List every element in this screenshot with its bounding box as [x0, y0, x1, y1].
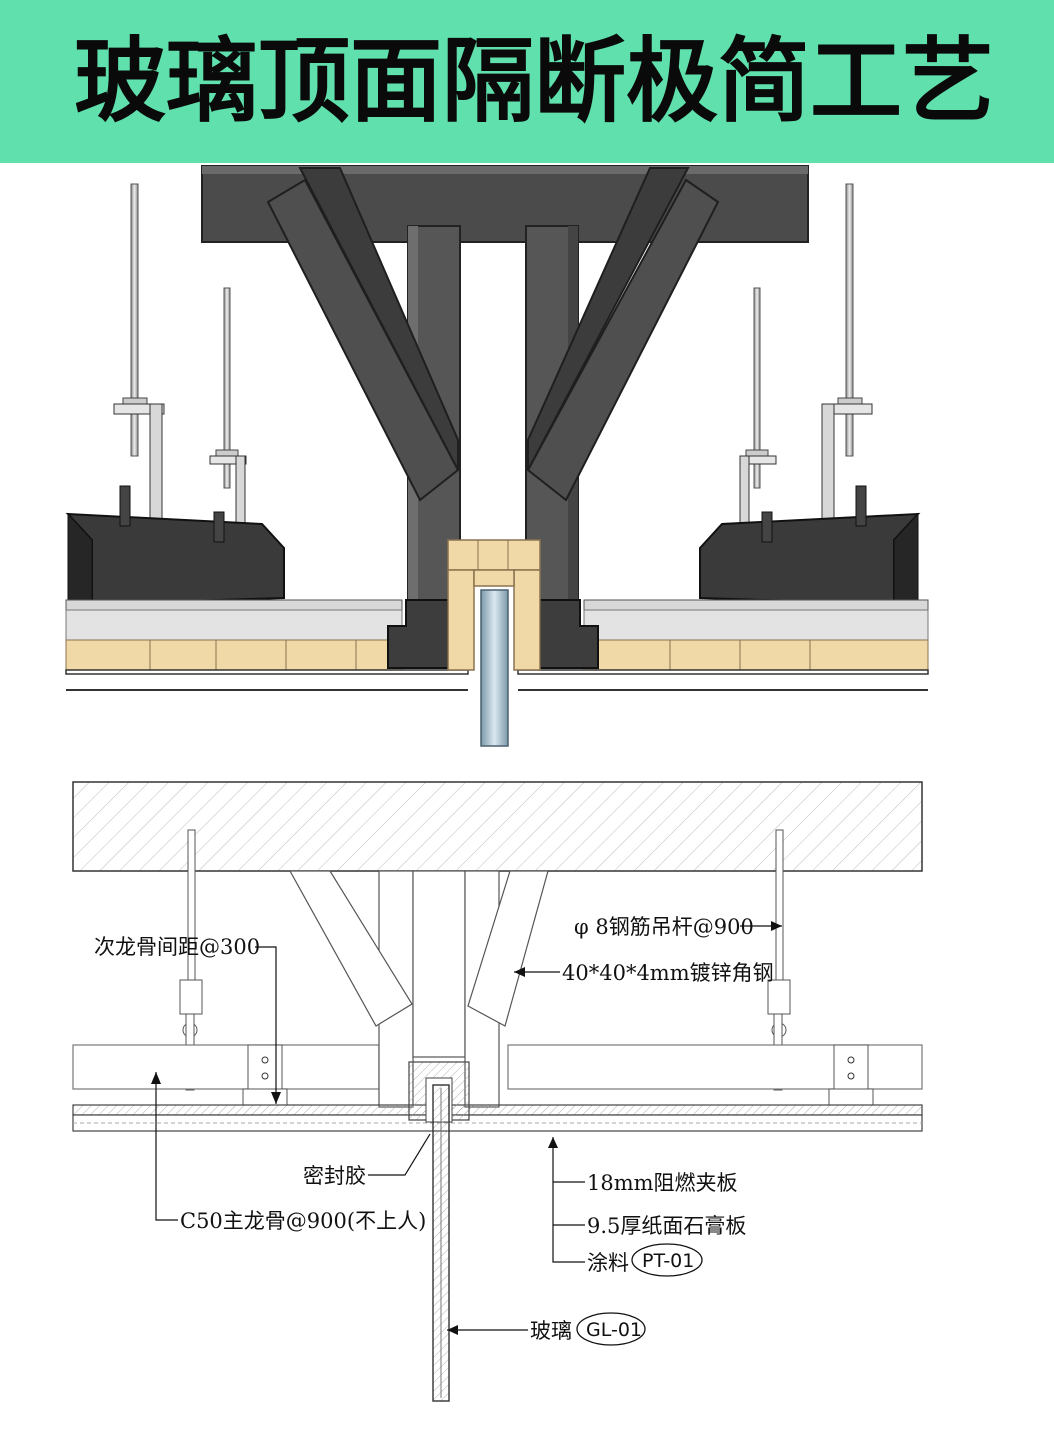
label-plywood: 18mm阻燃夹板	[587, 1171, 738, 1195]
main-keel-right	[699, 485, 921, 606]
wood-blocking	[447, 539, 541, 671]
angle-brace-left	[266, 167, 460, 502]
section-plywood	[72, 1104, 923, 1116]
main-keel-left	[65, 485, 285, 606]
ceiling-layers-left	[65, 599, 469, 691]
tag-glass: GL-01	[586, 1319, 642, 1341]
label-angle-steel: 40*40*4mm镀锌角钢	[562, 961, 774, 985]
isometric-illustration	[65, 165, 929, 747]
label-glass: 玻璃	[530, 1319, 572, 1343]
page-title: 玻璃顶面隔断极简工艺	[74, 28, 995, 135]
section-drawing: 次龙骨间距@300 φ 8钢筋吊杆@900 40*40*4mm镀锌角钢 密封胶 …	[72, 781, 923, 1402]
title-banner: 玻璃顶面隔断极简工艺	[0, 0, 1054, 163]
section-keel-left	[72, 1044, 380, 1090]
glass-panel	[480, 589, 509, 747]
angle-brace-right	[526, 167, 720, 502]
label-sealant: 密封胶	[303, 1164, 366, 1188]
label-gypsum: 9.5厚纸面石膏板	[587, 1214, 746, 1238]
label-secondary-keel-spacing: 次龙骨间距@300	[94, 935, 260, 959]
ceiling-layers-right	[517, 599, 929, 691]
leader-arrows	[151, 921, 782, 1335]
concrete-slab	[72, 781, 923, 872]
label-paint: 涂料	[587, 1251, 629, 1275]
tag-paint: PT-01	[642, 1250, 694, 1272]
section-steel-frame	[288, 870, 549, 1108]
label-hanger-rod: φ 8钢筋吊杆@900	[574, 915, 754, 939]
label-main-keel: C50主龙骨@900(不上人)	[180, 1209, 426, 1233]
